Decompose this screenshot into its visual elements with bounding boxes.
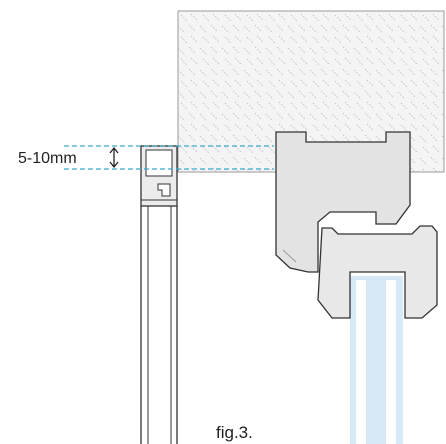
ceiling-track-profile — [275, 131, 411, 273]
sliding-profile-lower — [317, 225, 438, 319]
frame-profile-side — [140, 145, 178, 444]
dimension-guide-lines — [64, 145, 274, 170]
dimension-label: 5-10mm — [18, 150, 77, 167]
dimension-arrow-icon — [109, 146, 119, 169]
figure-caption: fig.3. — [216, 423, 253, 442]
glass-panel — [350, 276, 403, 444]
